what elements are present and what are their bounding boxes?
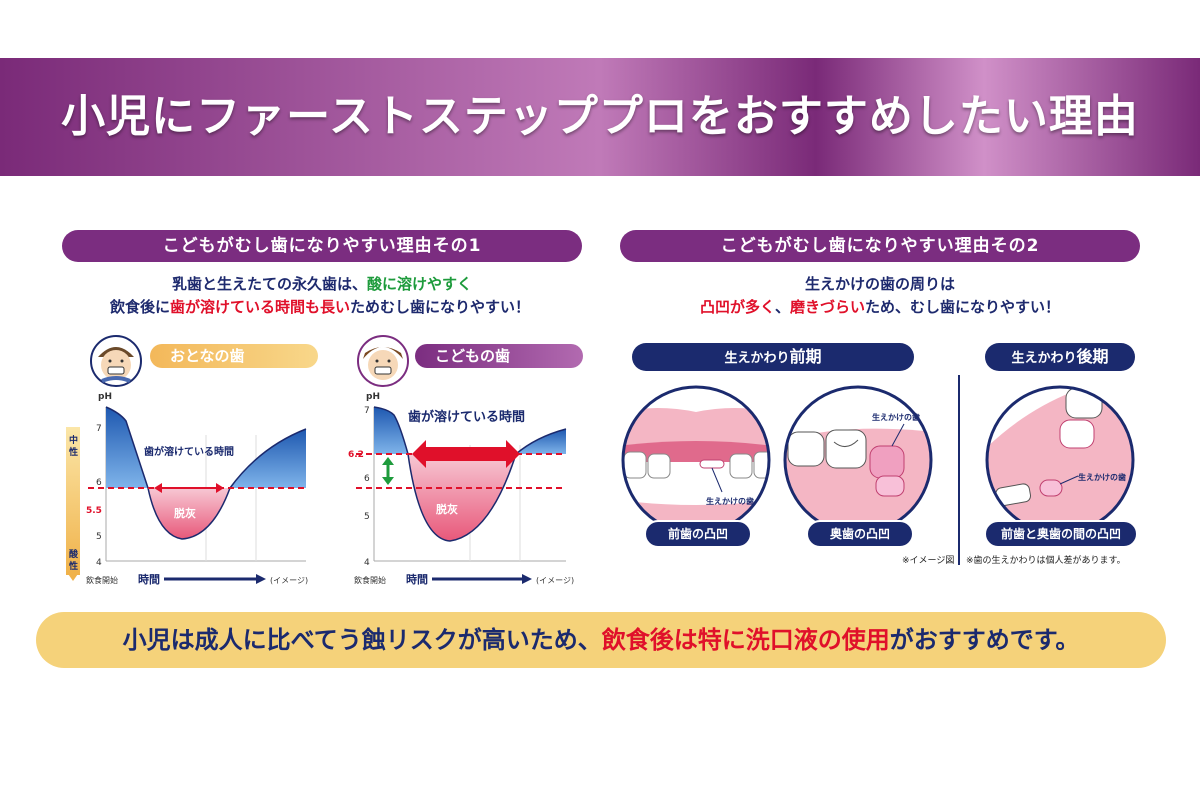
child-x-start: 飲食開始 (354, 575, 386, 585)
adult-teeth-label: おとなの歯 (150, 344, 318, 368)
right-line2-a: 凸凹が多く (699, 298, 775, 316)
early-prefix: 生えかわり (724, 351, 790, 366)
front-tooth-label: 生えかけの歯 (706, 496, 754, 506)
back-teeth-illustration: 生えかけの歯 (780, 382, 936, 542)
left-subtitle-line1: 乳歯と生えたての永久歯は、酸に溶けやすく (62, 273, 582, 294)
adult-ph-label: pH (98, 392, 112, 402)
acidic-label-2: 性 (69, 560, 78, 572)
child-face-icon (355, 335, 411, 391)
title-banner: 小児にファーストステッププロをおすすめしたい理由 (0, 58, 1200, 176)
bottom-message: 小児は成人に比べてう蝕リスクが高いため、飲食後は特に洗口液の使用がおすすめです。 (36, 612, 1166, 668)
right-line2-b: 磨きづらい (790, 298, 866, 316)
left-line2-a: 飲食後に (109, 298, 170, 316)
left-heading: こどもがむし歯になりやすい理由その1 (62, 230, 582, 262)
left-line1-a: 乳歯と生えたての永久歯は、 (171, 275, 367, 293)
late-suffix: 後期 (1076, 347, 1109, 366)
child-threshold-label: 6.2 (348, 450, 364, 460)
child-tick-7: 7 (364, 406, 370, 416)
child-decal-label: 脱灰 (436, 502, 458, 516)
front-teeth-illustration: 生えかけの歯 (618, 382, 774, 542)
image-note: ※イメージ図 (902, 556, 955, 566)
child-ph-chart: pH 7 6 5 4 6.2 歯が溶けている時間 脱灰 飲食開始 時間 (イメー… (330, 385, 590, 599)
child-tick-4: 4 (364, 558, 370, 568)
adult-x-start: 飲食開始 (86, 575, 118, 585)
bottom-text-c: がおすすめです。 (889, 626, 1080, 654)
adult-face-icon (88, 335, 144, 391)
child-ph-label: pH (366, 392, 380, 402)
right-line2-sep: 、 (774, 298, 790, 316)
early-suffix: 前期 (789, 347, 822, 366)
between-teeth-caption: 前歯と奥歯の間の凸凹 (984, 520, 1138, 548)
right-line2-c: ため、むし歯になりやすい！ (865, 298, 1061, 316)
adult-tick-6: 6 (96, 478, 102, 488)
late-stage-label: 生えかわり後期 (985, 343, 1135, 371)
bottom-text-a: 小児は成人に比べてう蝕リスクが高いため、 (122, 626, 602, 654)
late-prefix: 生えかわり (1011, 351, 1077, 366)
neutral-label-1: 中 (69, 434, 78, 446)
neutral-label-2: 性 (69, 446, 78, 458)
child-x-time: 時間 (406, 572, 428, 586)
adult-threshold-label: 5.5 (86, 506, 102, 516)
left-line2-c: ためむし歯になりやすい！ (350, 298, 531, 316)
bottom-message-banner: 小児は成人に比べてう蝕リスクが高いため、飲食後は特に洗口液の使用がおすすめです。 (36, 612, 1166, 668)
adult-decal-label: 脱灰 (174, 506, 196, 520)
bottom-text-b: 飲食後は特に洗口液の使用 (601, 626, 890, 654)
left-line1-b: 酸に溶けやすく (367, 275, 473, 293)
child-x-note: (イメージ) (536, 576, 574, 585)
page-title: 小児にファーストステッププロをおすすめしたい理由 (61, 91, 1139, 142)
child-teeth-label: こどもの歯 (415, 344, 583, 368)
individual-note: ※歯の生えかわりは個人差があります。 (966, 556, 1126, 566)
back-tooth-label: 生えかけの歯 (872, 412, 920, 422)
adult-duration-label: 歯が溶けている時間 (144, 445, 234, 458)
acidic-label-1: 酸 (69, 548, 79, 560)
child-tick-6: 6 (364, 474, 370, 484)
right-heading: こどもがむし歯になりやすい理由その2 (620, 230, 1140, 262)
right-subtitle-line2: 凸凹が多く、磨きづらいため、むし歯になりやすい！ (620, 296, 1140, 317)
child-tick-5: 5 (364, 512, 370, 522)
back-teeth-caption: 奥歯の凸凹 (806, 520, 914, 548)
adult-x-time: 時間 (138, 572, 160, 586)
adult-ph-chart: 中 性 酸 性 pH 7 6 5 4 5.5 歯が溶けている時間 脱灰 飲食開始… (62, 385, 322, 599)
front-teeth-caption: 前歯の凸凹 (644, 520, 752, 548)
adult-tick-7: 7 (96, 424, 102, 434)
left-line2-b: 歯が溶けている時間も長い (169, 298, 350, 316)
early-stage-label: 生えかわり前期 (632, 343, 914, 371)
adult-tick-4: 4 (96, 558, 102, 568)
right-subtitle-line1: 生えかけの歯の周りは (804, 275, 955, 293)
between-tooth-label: 生えかけの歯 (1078, 472, 1126, 482)
between-teeth-illustration: 生えかけの歯 (982, 382, 1138, 542)
left-subtitle-line2: 飲食後に歯が溶けている時間も長いためむし歯になりやすい！ (40, 296, 600, 317)
child-duration-label: 歯が溶けている時間 (408, 409, 525, 425)
stage-divider (958, 375, 960, 565)
adult-x-note: (イメージ) (270, 576, 308, 585)
adult-tick-5: 5 (96, 532, 102, 542)
